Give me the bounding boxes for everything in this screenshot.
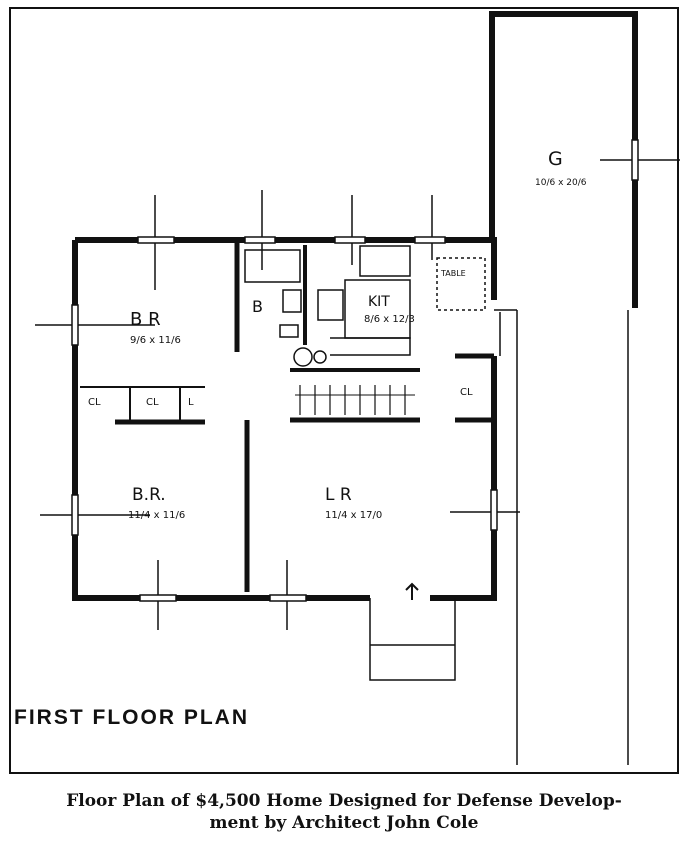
kitchen-name: KIT xyxy=(368,294,390,310)
kitchen-dims: 8/6 x 12/3 xyxy=(364,314,415,325)
plan-title: FIRST FLOOR PLAN xyxy=(14,706,249,729)
garage-dims: 10/6 x 20/6 xyxy=(535,178,587,188)
plan-frame xyxy=(9,7,679,774)
living-name: L R xyxy=(325,485,352,505)
bath-name: B xyxy=(252,297,263,316)
living-dims: 11/4 x 17/0 xyxy=(325,510,382,521)
bedroom1-dims: 9/6 x 11/6 xyxy=(130,335,181,346)
coat-closet-label: CL xyxy=(460,387,473,398)
closet2-label: CL xyxy=(146,397,159,408)
caption: Floor Plan of $4,500 Home Designed for D… xyxy=(0,790,688,834)
bedroom2-dims: 11/4 x 11/6 xyxy=(128,510,185,521)
caption-line-2: ment by Architect John Cole xyxy=(209,813,479,833)
bedroom1-name: B R xyxy=(130,309,161,330)
caption-line-1: Floor Plan of $4,500 Home Designed for D… xyxy=(66,791,622,811)
closet1-label: CL xyxy=(88,397,101,408)
table-label: TABLE xyxy=(440,269,466,278)
linen-label: L xyxy=(188,397,194,408)
garage-name: G xyxy=(548,148,563,170)
walls xyxy=(72,11,638,765)
window-markers xyxy=(35,139,680,630)
bedroom2-name: B.R. xyxy=(132,485,166,505)
room-labels: B R 9/6 x 11/6 B KIT 8/6 x 12/3 TABLE CL… xyxy=(14,148,587,729)
